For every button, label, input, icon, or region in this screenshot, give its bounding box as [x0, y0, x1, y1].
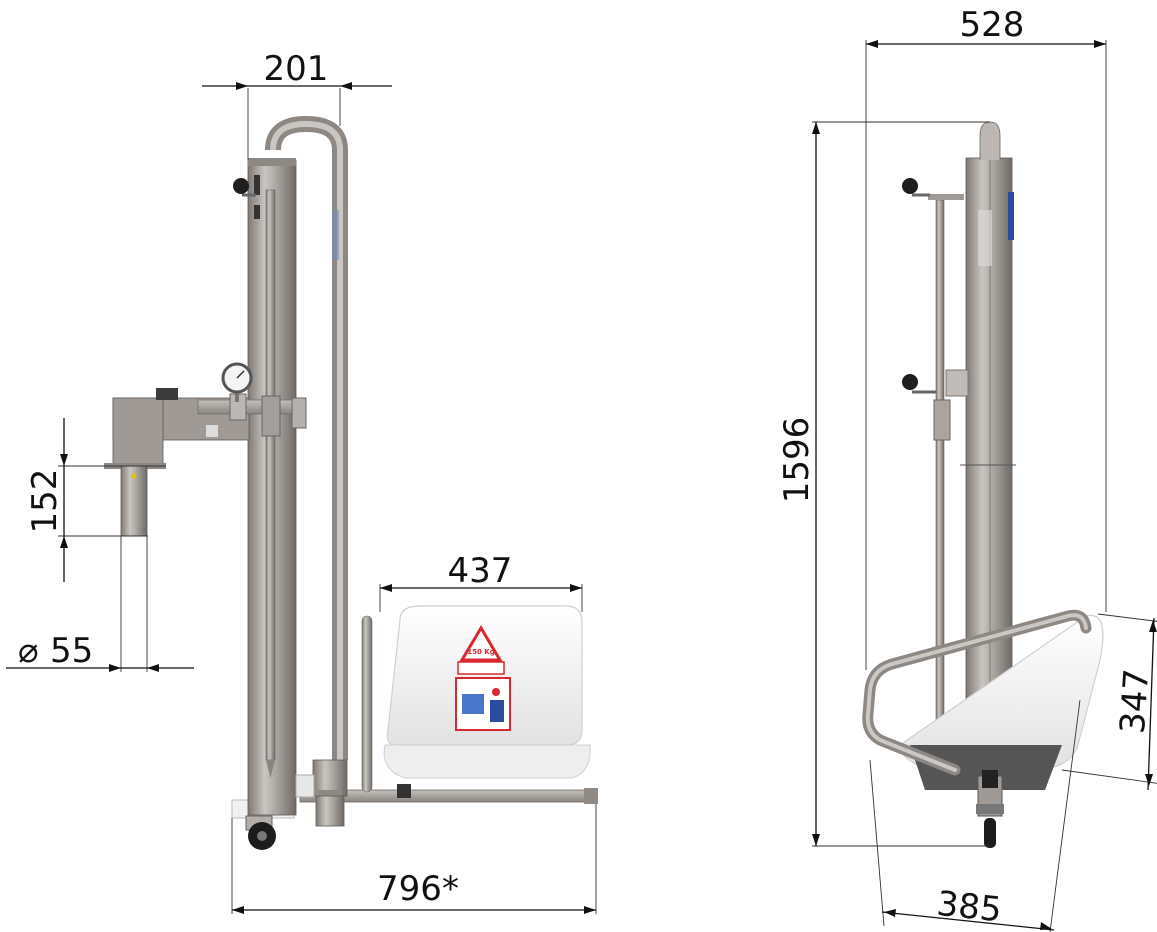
- dim-column-width-label: 201: [264, 49, 329, 89]
- front-view: 528 1596 347 385: [777, 5, 1157, 932]
- dim-seat-width-label: 437: [448, 551, 513, 591]
- side-inner-rod: [265, 189, 276, 761]
- side-pool-pipe: [104, 463, 166, 537]
- side-view: 150 Kg 201 152: [6, 49, 598, 914]
- front-handle-knob-top: [902, 178, 930, 197]
- dim-front-seat-width-label: 385: [935, 884, 1004, 931]
- dim-seat-width: 437: [379, 551, 583, 612]
- side-handle-knob-top: [233, 178, 256, 197]
- dim-front-width: 528: [865, 5, 1107, 670]
- dim-base-length: 796*: [231, 804, 597, 914]
- side-caster-wheel: [245, 815, 276, 850]
- dim-column-width: 201: [202, 49, 392, 160]
- front-main-column: [965, 121, 1014, 749]
- dim-pipe-length: 152: [25, 418, 166, 582]
- dim-pipe-length-label: 152: [25, 469, 65, 534]
- dim-base-length-label: 796*: [377, 869, 459, 909]
- side-valve-assembly: [197, 393, 307, 437]
- side-rod-tip: [266, 760, 275, 778]
- side-seat-handle: [361, 615, 373, 793]
- dim-front-height: 1596: [777, 121, 990, 847]
- dim-pipe-diameter-label: 55: [50, 631, 93, 671]
- front-caster-wheel: [976, 770, 1004, 848]
- front-side-rod: [935, 199, 945, 746]
- diameter-symbol: ⌀: [18, 631, 38, 671]
- capacity-label: 150 Kg: [467, 648, 494, 656]
- dim-front-height-label: 1596: [777, 417, 817, 504]
- dim-front-width-label: 528: [960, 5, 1025, 45]
- front-handle-knob-middle: [902, 374, 936, 394]
- side-pressure-gauge-icon: [221, 362, 253, 402]
- dim-seat-depth: 347: [1061, 613, 1157, 791]
- capacity-warning-icon: [459, 625, 503, 662]
- side-seat-warning-labels: 150 Kg: [455, 625, 511, 731]
- side-u-pipe: [265, 115, 348, 827]
- dim-pipe-diameter: ⌀ 55: [6, 536, 194, 672]
- dim-front-seat-width: 385: [869, 699, 1081, 932]
- dim-seat-depth-label: 347: [1113, 667, 1157, 735]
- front-seat: [899, 614, 1104, 790]
- side-seat: [383, 605, 591, 779]
